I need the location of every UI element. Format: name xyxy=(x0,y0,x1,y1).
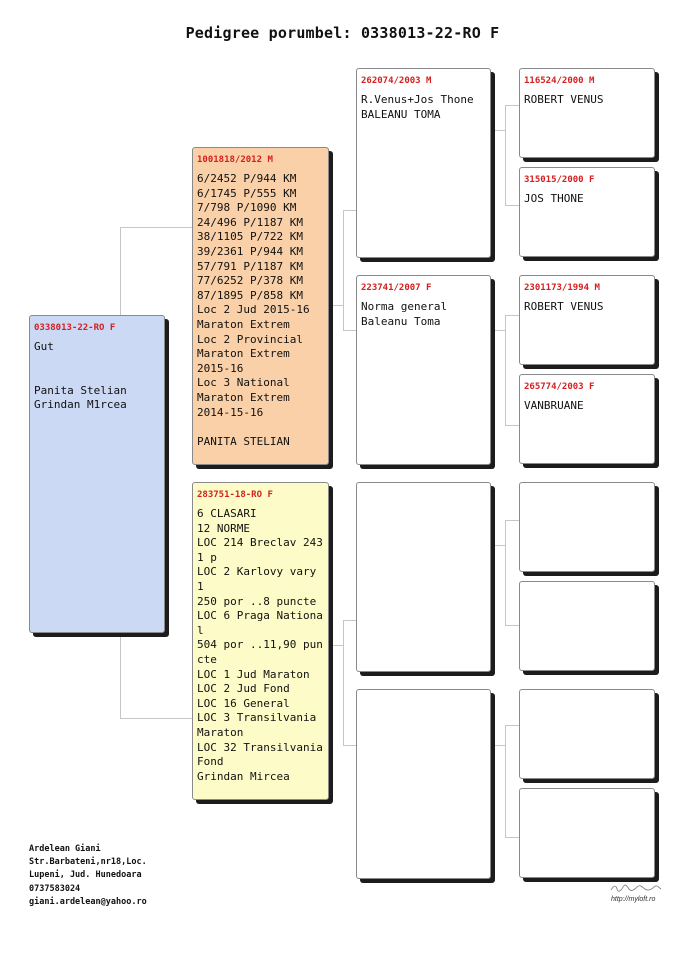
ring-number: 265774/2003 F xyxy=(524,382,595,392)
ring-number: 0338013-22-RO F xyxy=(34,323,116,333)
connector-line xyxy=(505,425,519,426)
pigeon-info: ROBERT VENUS xyxy=(524,300,604,313)
pigeon-card-sire-sire[interactable]: 262074/2003 M R.Venus+Jos Thone BALEANU … xyxy=(356,68,491,258)
connector-line xyxy=(491,745,505,746)
connector-line xyxy=(505,315,519,316)
ring-number xyxy=(524,796,654,807)
pigeon-card-dam-sire[interactable] xyxy=(356,482,491,672)
connector-line xyxy=(343,620,356,621)
pigeon-card-ds-dam[interactable] xyxy=(519,581,655,671)
ring-number xyxy=(524,589,654,600)
pigeon-info: R.Venus+Jos Thone BALEANU TOMA xyxy=(361,93,474,121)
connector-line xyxy=(343,745,356,746)
pigeon-card-ss-dam[interactable]: 315015/2000 F JOS THONE xyxy=(519,167,655,257)
page-title: Pedigree porumbel: 0338013-22-RO F xyxy=(185,24,500,42)
pigeon-info: JOS THONE xyxy=(524,192,584,205)
connector-line xyxy=(505,315,506,425)
pigeon-card-sire-dam[interactable]: 223741/2007 F Norma general Baleanu Toma xyxy=(356,275,491,465)
pigeon-card-ss-sire[interactable]: 116524/2000 M ROBERT VENUS xyxy=(519,68,655,158)
pigeon-card-sd-dam[interactable]: 265774/2003 F VANBRUANE xyxy=(519,374,655,464)
connector-line xyxy=(120,227,192,228)
pigeon-card-sire[interactable]: 1001818/2012 M 6/2452 P/944 KM 6/1745 P/… xyxy=(192,147,329,465)
ring-number: 223741/2007 F xyxy=(361,283,432,293)
ring-number: 1001818/2012 M xyxy=(197,155,273,165)
ring-number xyxy=(361,697,490,708)
pigeon-card-sd-sire[interactable]: 2301173/1994 M ROBERT VENUS xyxy=(519,275,655,365)
connector-line xyxy=(505,725,506,837)
connector-line xyxy=(505,205,519,206)
connector-line xyxy=(505,725,519,726)
connector-line xyxy=(505,520,519,521)
ring-number: 283751-18-RO F xyxy=(197,490,273,500)
pigeon-card-dd-sire[interactable] xyxy=(519,689,655,779)
pigeon-info: 6/2452 P/944 KM 6/1745 P/555 KM 7/798 P/… xyxy=(197,172,310,448)
connector-line xyxy=(505,105,519,106)
connector-line xyxy=(491,130,505,131)
pigeon-info: 6 CLASARI 12 NORME LOC 214 Breclav 243 1… xyxy=(197,507,323,783)
connector-line xyxy=(120,718,192,719)
connector-line xyxy=(343,620,344,745)
ring-number: 116524/2000 M xyxy=(524,76,595,86)
connector-line xyxy=(491,545,505,546)
connector-line xyxy=(505,520,506,625)
pigeon-card-dd-dam[interactable] xyxy=(519,788,655,878)
owner-contact: Ardelean Giani Str.Barbateni,nr18,Loc. L… xyxy=(29,844,147,907)
connector-line xyxy=(120,633,121,718)
connector-line xyxy=(343,330,356,331)
pigeon-card-dam[interactable]: 283751-18-RO F 6 CLASARI 12 NORME LOC 21… xyxy=(192,482,329,800)
pigeon-info: VANBRUANE xyxy=(524,399,584,412)
pigeon-card-ds-sire[interactable] xyxy=(519,482,655,572)
pigeon-card-dam-dam[interactable] xyxy=(356,689,491,879)
ring-number: 262074/2003 M xyxy=(361,76,432,86)
pigeon-card-subject[interactable]: 0338013-22-RO F Gut Panita Stelian Grind… xyxy=(29,315,165,633)
ring-number: 315015/2000 F xyxy=(524,175,595,185)
pigeon-info: ROBERT VENUS xyxy=(524,93,604,106)
ring-number xyxy=(361,490,490,501)
signature-logo xyxy=(610,884,662,892)
connector-line xyxy=(491,330,505,331)
connector-line xyxy=(343,210,344,330)
ring-number xyxy=(524,490,654,501)
website-link[interactable]: http://myloft.ro xyxy=(611,896,656,903)
pigeon-info: Norma general Baleanu Toma xyxy=(361,300,448,328)
ring-number: 2301173/1994 M xyxy=(524,283,600,293)
ring-number xyxy=(524,697,654,708)
connector-line xyxy=(343,210,356,211)
connector-line xyxy=(505,105,506,205)
connector-line xyxy=(329,305,343,306)
connector-line xyxy=(329,645,343,646)
pigeon-info: Gut Panita Stelian Grindan M1rcea xyxy=(34,340,127,412)
connector-line xyxy=(120,227,121,319)
connector-line xyxy=(505,837,519,838)
connector-line xyxy=(505,625,519,626)
